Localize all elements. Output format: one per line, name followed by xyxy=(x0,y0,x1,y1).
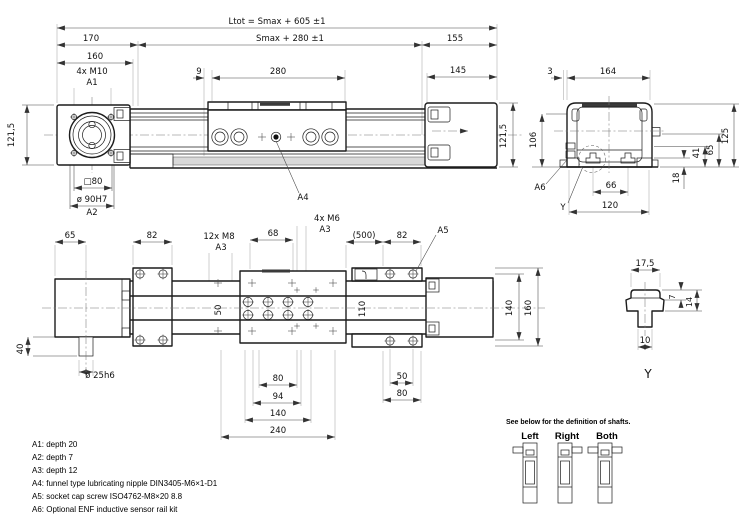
dim-dia-25h6: ø 25h6 xyxy=(85,371,115,381)
dim-145: 145 xyxy=(450,66,466,76)
dim-68: 68 xyxy=(268,229,279,239)
dim-155: 155 xyxy=(447,34,463,44)
dim-65-plan: 65 xyxy=(65,231,76,241)
dim-164: 164 xyxy=(600,67,616,77)
dim-110: 110 xyxy=(358,301,368,317)
dim-170: 170 xyxy=(83,34,99,44)
dim-3: 3 xyxy=(547,67,552,77)
dim-140: 140 xyxy=(270,409,286,419)
dim-106: 106 xyxy=(529,132,539,148)
dim-500-ref: (500) xyxy=(353,231,376,241)
shaft-definition-legend: See below for the definition of shafts. … xyxy=(506,419,631,504)
dim-280: 280 xyxy=(270,67,286,77)
dim-240: 240 xyxy=(270,426,286,436)
dim-82-left: 82 xyxy=(147,231,158,241)
dim-7: 7 xyxy=(668,294,677,299)
note-a1: A1: depth 20 xyxy=(32,440,78,449)
label-y-callout: Y xyxy=(559,203,566,213)
dim-18: 18 xyxy=(672,173,682,184)
label-a3-left: A3 xyxy=(215,243,226,253)
dim-9: 9 xyxy=(196,67,201,77)
dim-40: 40 xyxy=(16,344,26,355)
shaft-label-left: Left xyxy=(521,431,539,442)
note-a2: A2: depth 7 xyxy=(32,453,73,462)
dim-square-80: □80 xyxy=(84,177,103,187)
label-detail-y: Y xyxy=(643,367,652,381)
shaft-figure-left xyxy=(512,442,538,504)
dim-160: 160 xyxy=(87,52,103,62)
cross-section-view: 3 164 106 125 65 41 18 66 120 A6 Y xyxy=(529,67,739,215)
label-a1: A1 xyxy=(86,78,97,88)
dim-10: 10 xyxy=(640,336,651,346)
label-a6: A6 xyxy=(534,183,545,193)
label-4x-m10: 4x M10 xyxy=(76,67,107,77)
dim-160-vertical: 160 xyxy=(524,300,534,316)
shaft-figure-both xyxy=(587,442,623,504)
dim-dia-90h7: ø 90H7 xyxy=(77,195,108,205)
dim-80: 80 xyxy=(273,374,284,384)
label-4x-m6: 4x M6 xyxy=(314,214,340,224)
dim-80-right: 80 xyxy=(397,389,408,399)
shaft-figure-right xyxy=(557,442,583,504)
dim-41: 41 xyxy=(692,148,702,159)
dim-65-section: 65 xyxy=(706,145,716,156)
side-elevation-view: Ltot = Smax + 605 ±1 170 Smax + 280 ±1 1… xyxy=(7,17,524,218)
dim-140-vertical: 140 xyxy=(505,300,515,316)
dim-14: 14 xyxy=(685,297,694,307)
label-a5: A5 xyxy=(437,226,448,236)
dim-50-rail: 50 xyxy=(214,305,224,316)
note-a4: A4: funnel type lubricating nipple DIN34… xyxy=(32,479,218,488)
note-a3: A3: depth 12 xyxy=(32,466,78,475)
dim-smax-280: Smax + 280 ±1 xyxy=(256,34,324,44)
dim-66: 66 xyxy=(606,181,617,191)
note-a6: A6: Optional ENF inductive sensor rail k… xyxy=(32,505,178,514)
dim-125: 125 xyxy=(721,128,731,144)
notes-legend: A1: depth 20 A2: depth 7 A3: depth 12 A4… xyxy=(32,440,218,514)
dim-94: 94 xyxy=(273,392,284,402)
dim-17-5: 17,5 xyxy=(636,259,655,269)
dim-121-5-left: 121,5 xyxy=(7,123,17,147)
dim-120: 120 xyxy=(602,201,618,211)
dim-ltot: Ltot = Smax + 605 ±1 xyxy=(228,17,325,27)
shaft-label-both: Both xyxy=(596,431,618,442)
label-a2: A2 xyxy=(86,208,97,218)
plan-view: 65 82 12x M8 A3 68 4x M6 A3 (500) 82 A5 … xyxy=(16,214,545,440)
dim-82-right: 82 xyxy=(397,231,408,241)
shaft-legend-heading: See below for the definition of shafts. xyxy=(506,419,631,426)
label-a4: A4 xyxy=(297,193,308,203)
dim-121-5-right: 121,5 xyxy=(499,124,509,148)
label-a3-center: A3 xyxy=(319,225,330,235)
detail-y-view: 17,5 7 14 10 Y xyxy=(625,259,702,381)
note-a5: A5: socket cap screw ISO4762-M8×20 8.8 xyxy=(32,492,183,501)
label-12x-m8: 12x M8 xyxy=(203,232,234,242)
shaft-label-right: Right xyxy=(555,431,580,442)
dim-50-right: 50 xyxy=(397,372,408,382)
